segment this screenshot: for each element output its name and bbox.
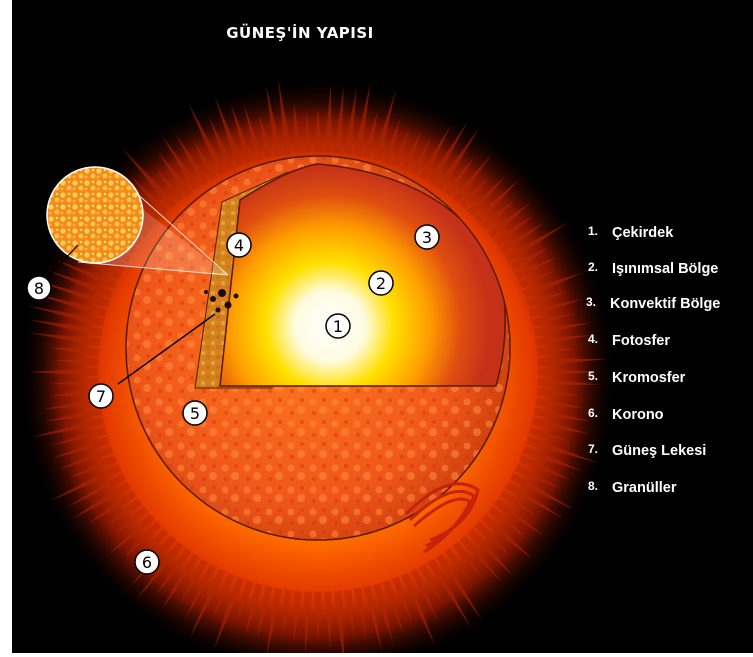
- legend-label: Fotosfer: [612, 333, 670, 349]
- legend-num: 3.: [586, 295, 610, 309]
- legend-item-4: 4.Fotosfer: [588, 332, 670, 349]
- legend-num: 1.: [588, 224, 612, 238]
- legend-item-5: 5.Kromosfer: [588, 369, 685, 386]
- left-margin: [0, 0, 12, 653]
- legend-item-7: 7.Güneş Lekesi: [588, 442, 706, 459]
- marker-3: 3: [415, 225, 439, 249]
- legend-label: Korono: [612, 407, 664, 423]
- legend-label: Konvektif Bölge: [610, 296, 720, 312]
- legend-label: Kromosfer: [612, 370, 685, 386]
- legend-item-8: 8.Granüller: [588, 479, 676, 496]
- granule-zoom: [47, 167, 143, 263]
- marker-2-label: 2: [376, 274, 386, 293]
- marker-2: 2: [369, 271, 393, 295]
- marker-5: 5: [183, 401, 207, 425]
- legend-label: Çekirdek: [612, 225, 673, 241]
- marker-4: 4: [227, 233, 251, 257]
- legend-num: 5.: [588, 369, 612, 383]
- marker-6: 6: [135, 550, 159, 574]
- marker-1-label: 1: [333, 317, 343, 336]
- marker-7-label: 7: [96, 387, 106, 406]
- legend-item-3: 3.Konvektif Bölge: [586, 295, 720, 312]
- legend-num: 4.: [588, 332, 612, 346]
- legend-num: 2.: [588, 260, 612, 274]
- legend-item-6: 6.Korono: [588, 406, 664, 423]
- legend-label: Güneş Lekesi: [612, 443, 706, 459]
- marker-3-label: 3: [422, 228, 432, 247]
- marker-1: 1: [326, 314, 350, 338]
- legend-label: Granüller: [612, 480, 676, 496]
- legend-num: 6.: [588, 406, 612, 420]
- legend-label: Işınımsal Bölge: [612, 261, 718, 277]
- legend-num: 8.: [588, 479, 612, 493]
- diagram-title: GÜNEŞ'İN YAPISI: [0, 24, 600, 42]
- marker-8: 8: [27, 276, 51, 300]
- legend-item-1: 1.Çekirdek: [588, 224, 673, 241]
- marker-8-label: 8: [34, 279, 44, 298]
- marker-6-label: 6: [142, 553, 152, 572]
- legend-item-2: 2.Işınımsal Bölge: [588, 260, 718, 277]
- marker-7: 7: [89, 384, 113, 408]
- legend-num: 7.: [588, 442, 612, 456]
- marker-4-label: 4: [234, 236, 244, 255]
- marker-5-label: 5: [190, 404, 200, 423]
